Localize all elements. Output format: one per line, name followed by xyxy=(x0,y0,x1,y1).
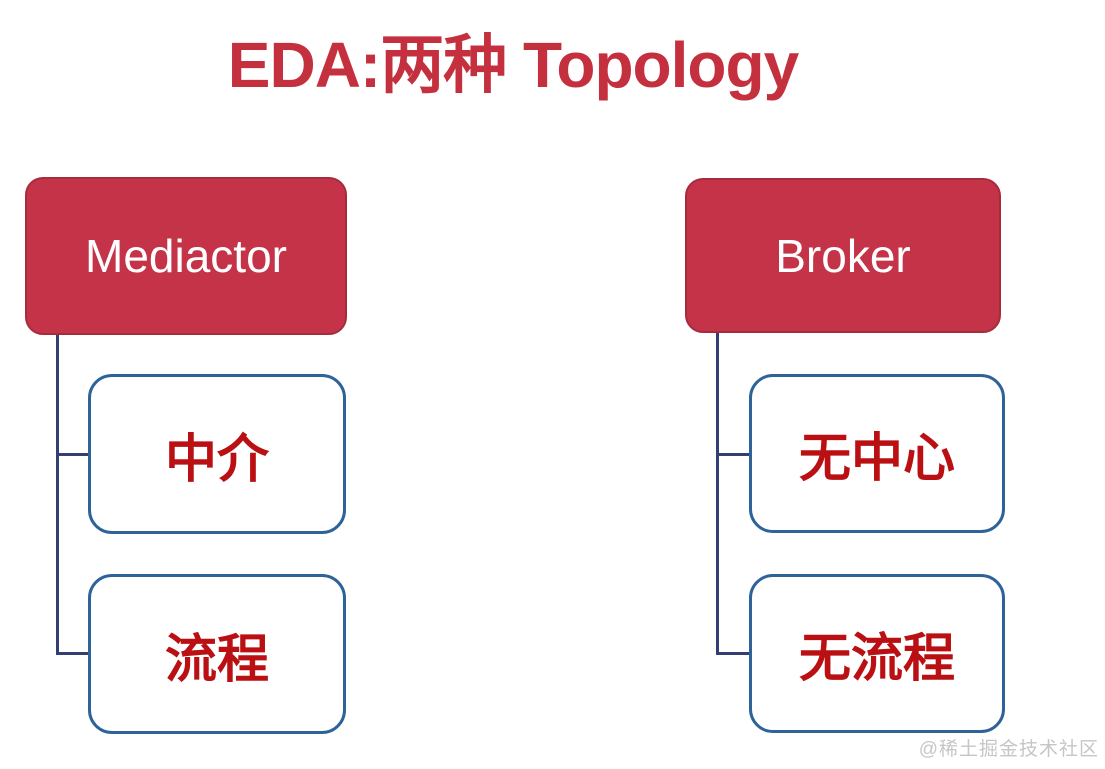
broker-child-no-process: 无流程 xyxy=(749,574,1005,733)
mediator-tree: Mediactor 中介 流程 xyxy=(25,177,347,737)
broker-connector-branch-1 xyxy=(716,453,750,456)
watermark: @稀土掘金技术社区 xyxy=(918,739,1099,760)
mediator-connector-vline xyxy=(56,333,59,654)
mediator-connector-branch-2 xyxy=(56,652,89,655)
page-title: EDA:两种 Topology xyxy=(227,29,799,101)
broker-connector-branch-2 xyxy=(716,652,750,655)
mediator-connector-branch-1 xyxy=(56,453,89,456)
mediactor-child-mediation: 中介 xyxy=(88,374,346,534)
broker-connector-vline xyxy=(716,331,719,653)
mediactor-child-process: 流程 xyxy=(88,574,346,734)
broker-tree: Broker 无中心 无流程 xyxy=(685,178,1005,736)
mediactor-root-node: Mediactor xyxy=(25,177,347,335)
broker-child-no-center: 无中心 xyxy=(749,374,1005,533)
broker-root-node: Broker xyxy=(685,178,1001,333)
